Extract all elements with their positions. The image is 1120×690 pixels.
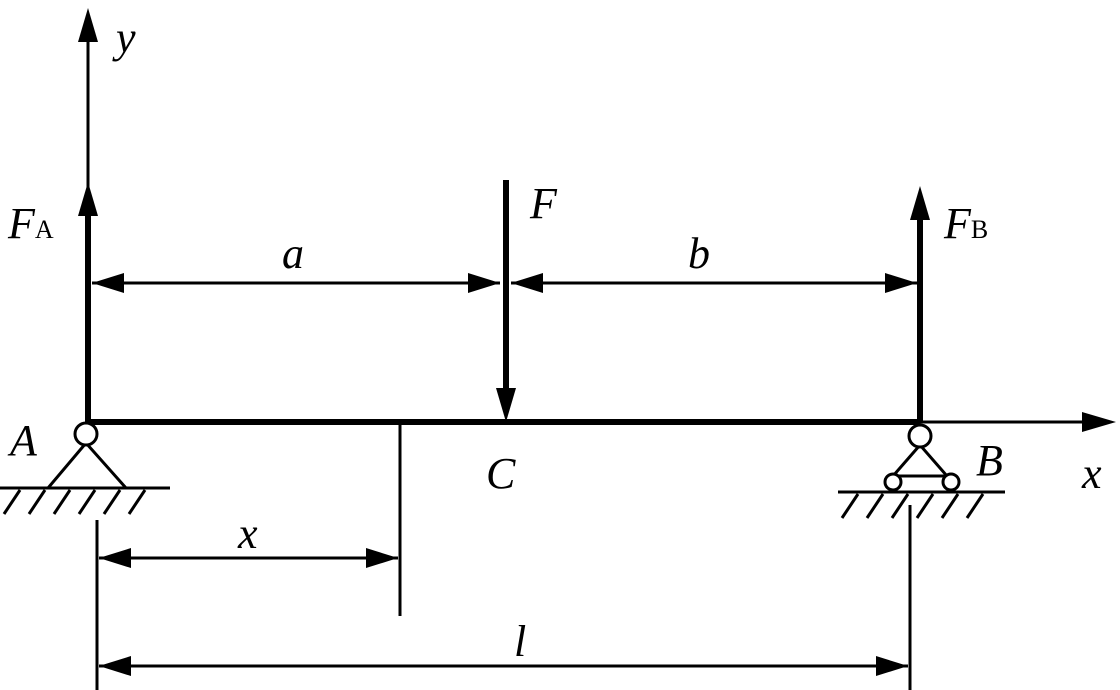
- roller-support-b: [838, 423, 1005, 519]
- force-fb-label: FB: [943, 199, 988, 248]
- force-fa-arrow: [78, 182, 98, 422]
- y-axis-label: y: [112, 13, 136, 62]
- force-f-label: F: [529, 179, 558, 228]
- dimension-b: [511, 273, 917, 293]
- point-b-label: B: [976, 436, 1003, 485]
- dimension-x-label: x: [237, 509, 258, 558]
- dimension-l-label: l: [514, 617, 526, 666]
- roller-wheel-right: [941, 472, 961, 492]
- ground-hatch-b: [840, 493, 985, 519]
- x-axis-arrowhead: [1082, 412, 1116, 432]
- force-f-arrow: [496, 180, 516, 422]
- force-fa-subscript: A: [35, 215, 54, 244]
- force-fb-subscript: B: [971, 215, 988, 244]
- roller-wheel-left: [883, 472, 903, 492]
- x-axis-label: x: [1081, 449, 1102, 498]
- dimension-b-label: b: [688, 229, 710, 278]
- roller-triangle-b: [889, 442, 951, 478]
- point-c-label: C: [486, 449, 516, 498]
- force-fb-main: F: [943, 199, 972, 248]
- force-fb-arrow: [910, 186, 930, 422]
- dimension-x: [99, 548, 398, 568]
- pin-support-a: [0, 421, 170, 515]
- dimension-a: [92, 273, 500, 293]
- force-fa-label: FA: [7, 199, 54, 248]
- dimension-a-label: a: [282, 229, 304, 278]
- dimension-l: [99, 656, 908, 676]
- y-axis-arrowhead: [78, 8, 98, 42]
- force-fa-main: F: [7, 199, 36, 248]
- point-a-label: A: [7, 416, 38, 465]
- x-axis: [920, 412, 1116, 432]
- pin-triangle-a: [44, 440, 130, 490]
- pin-hinge-a: [73, 421, 99, 447]
- ground-hatch-a: [2, 489, 147, 515]
- roller-hinge-b: [907, 423, 933, 449]
